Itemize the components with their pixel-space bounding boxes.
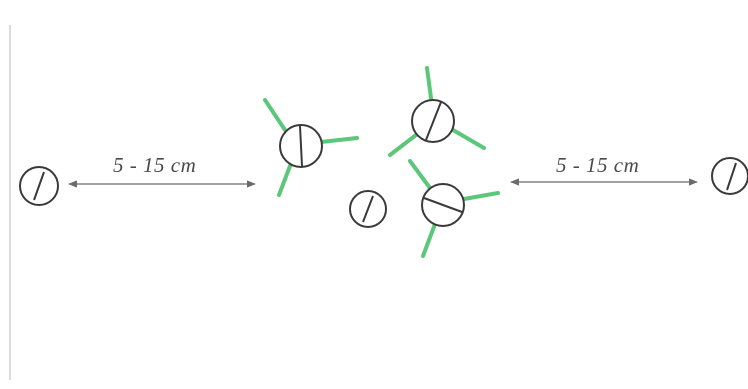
sprout-2c xyxy=(388,133,418,157)
bulb-right xyxy=(711,157,748,195)
sprout-2a xyxy=(425,66,433,100)
sprouted-bulb-1 xyxy=(263,98,359,197)
bulb-left xyxy=(19,166,59,206)
sprout-3a xyxy=(408,159,432,190)
sprout-1a xyxy=(263,98,287,132)
sprout-3b xyxy=(462,191,500,201)
left-distance-label: 5 - 15 cm xyxy=(113,153,197,177)
right-distance-label: 5 - 15 cm xyxy=(556,153,640,177)
sprout-1b xyxy=(319,136,359,144)
sprout-2b xyxy=(451,128,486,150)
bulb-center xyxy=(349,190,387,228)
sprouted-bulb-3 xyxy=(408,159,500,258)
sprout-1c xyxy=(277,164,292,197)
sprout-3c xyxy=(421,222,437,258)
sprouted-bulb-2 xyxy=(388,66,486,157)
